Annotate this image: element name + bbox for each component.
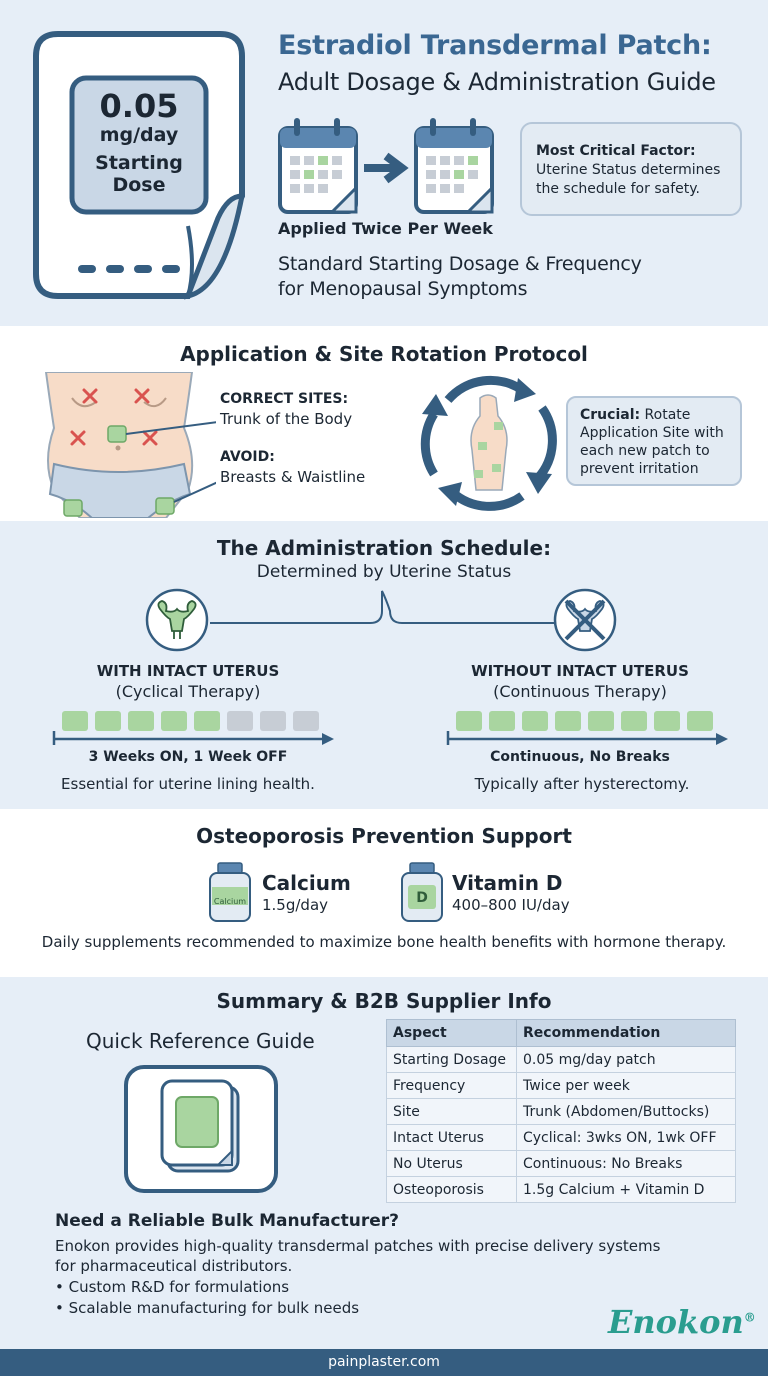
quick-reference-label: Quick Reference Guide	[86, 1029, 315, 1053]
manufacturer-description: Enokon provides high-quality transdermal…	[55, 1237, 661, 1275]
body-diagram-icon	[44, 372, 216, 518]
schedule-subtitle: Determined by Uterine Status	[256, 562, 512, 582]
dose-value: 0.05	[99, 87, 179, 125]
table-row: No Uterus Continuous: No Breaks	[386, 1150, 736, 1177]
table-cell-recommendation: Twice per week	[516, 1072, 736, 1099]
dose-unit: mg/day	[99, 124, 179, 146]
cyclical-timeline	[52, 711, 334, 745]
continuous-note: Typically after hysterectomy.	[474, 775, 690, 793]
critical-title: Most Critical Factor:	[536, 143, 696, 159]
registered-mark: ®	[743, 1310, 756, 1325]
table-header-row: Aspect Recommendation	[386, 1019, 736, 1047]
arrow-right-icon	[364, 152, 409, 184]
dosage-subtitle-line2: for Menopausal Symptoms	[278, 278, 528, 300]
daily-supplement-note: Daily supplements recommended to maximiz…	[41, 933, 727, 951]
manufacturer-heading: Need a Reliable Bulk Manufacturer?	[55, 1211, 399, 1231]
continuous-label: Continuous, No Breaks	[490, 749, 670, 765]
bullet-item: • Scalable manufacturing for bulk needs	[55, 1299, 360, 1317]
summary-section: Summary & B2B Supplier Info Quick Refere…	[0, 977, 768, 1349]
osteoporosis-section: Osteoporosis Prevention Support Calcium …	[0, 809, 768, 977]
table-row: Site Trunk (Abdomen/Buttocks)	[386, 1098, 736, 1125]
frequency-label: Applied Twice Per Week	[278, 219, 493, 238]
without-uterus-title: WITHOUT INTACT UTERUS	[471, 662, 689, 680]
page-title: Estradiol Transdermal Patch:	[278, 30, 712, 61]
table-cell-aspect: No Uterus	[386, 1150, 517, 1177]
table-cell-recommendation: Cyclical: 3wks ON, 1wk OFF	[516, 1124, 736, 1151]
uterus-icon	[145, 588, 209, 652]
dose-label-1: Starting	[95, 152, 183, 174]
avoid-x-icon	[70, 388, 158, 446]
table-row: Starting Dosage 0.05 mg/day patch	[386, 1046, 736, 1073]
vitamin-d-bottle-label: D	[416, 890, 428, 906]
dosage-subtitle-line1: Standard Starting Dosage & Frequency	[278, 253, 642, 275]
brand-name: Enokon	[608, 1303, 744, 1341]
table-cell-aspect: Site	[386, 1098, 517, 1125]
week-block	[62, 711, 319, 731]
table-cell-aspect: Starting Dosage	[386, 1046, 517, 1073]
with-uterus-subtitle: (Cyclical Therapy)	[115, 682, 261, 701]
calendar-icon	[278, 118, 358, 214]
dosage-header-section: 0.05 mg/day Starting Dose Estradiol Tran…	[0, 0, 768, 326]
bullet-text: Scalable manufacturing for bulk needs	[68, 1299, 360, 1317]
calcium-bottle-label: Calcium	[213, 897, 247, 906]
calendar-frequency-graphic	[278, 118, 494, 214]
crucial-rotation-callout: Crucial: Rotate Application Site with ea…	[566, 396, 742, 486]
dosage-subtitle: Standard Starting Dosage & Frequency for…	[278, 252, 748, 302]
table-cell-recommendation: 1.5g Calcium + Vitamin D	[516, 1176, 736, 1203]
table-cell-aspect: Frequency	[386, 1072, 517, 1099]
table-row: Osteoporosis 1.5g Calcium + Vitamin D	[386, 1176, 736, 1203]
table-cell-recommendation: 0.05 mg/day patch	[516, 1046, 736, 1073]
application-section: Application & Site Rotation Protocol COR…	[0, 326, 768, 521]
quick-reference-table: Aspect Recommendation Starting Dosage 0.…	[386, 1019, 736, 1203]
calcium-value: 1.5g/day	[262, 896, 329, 914]
application-title: Application & Site Rotation Protocol	[180, 342, 588, 366]
supplement-bottle-icon	[401, 862, 443, 922]
schedule-section: The Administration Schedule: Determined …	[0, 521, 768, 809]
patch-icon	[33, 31, 246, 300]
crucial-text: Rotate Application Site with each new pa…	[580, 407, 724, 477]
table-cell-recommendation: Trunk (Abdomen/Buttocks)	[516, 1098, 736, 1125]
supplement-bottle-icon	[209, 862, 251, 922]
calendar-icon	[414, 118, 494, 214]
table-cell-recommendation: Continuous: No Breaks	[516, 1150, 736, 1177]
table-cell-aspect: Intact Uterus	[386, 1124, 517, 1151]
vitamin-d-name: Vitamin D	[452, 871, 563, 895]
osteoporosis-title: Osteoporosis Prevention Support	[196, 824, 572, 848]
dose-label-2: Dose	[112, 174, 166, 196]
schedule-title: The Administration Schedule:	[216, 536, 552, 560]
critical-text: Uterine Status determines the schedule f…	[536, 162, 721, 197]
brand-logo: Enokon®	[608, 1303, 756, 1341]
summary-title: Summary & B2B Supplier Info	[216, 989, 552, 1013]
schedule-brace	[210, 590, 560, 624]
crucial-label: Crucial:	[580, 407, 641, 423]
with-uterus-title: WITH INTACT UTERUS	[96, 662, 280, 680]
footer-url[interactable]: painplaster.com	[328, 1354, 440, 1370]
correct-sites-label: CORRECT SITES:	[220, 391, 349, 407]
table-cell-aspect: Osteoporosis	[386, 1176, 517, 1203]
starting-dose-badge: 0.05 mg/day Starting Dose	[72, 88, 206, 196]
bullet-text: Custom R&D for formulations	[68, 1278, 290, 1296]
page-subtitle: Adult Dosage & Administration Guide	[278, 68, 716, 96]
uterus-crossed-icon	[553, 588, 617, 652]
table-header-aspect: Aspect	[386, 1019, 517, 1047]
week-block	[456, 711, 713, 731]
bullet-item: • Custom R&D for formulations	[55, 1278, 290, 1296]
table-row: Intact Uterus Cyclical: 3wks ON, 1wk OFF	[386, 1124, 736, 1151]
vitamin-d-value: 400–800 IU/day	[452, 896, 570, 914]
cyclical-label: 3 Weeks ON, 1 Week OFF	[88, 749, 288, 765]
table-header-recommendation: Recommendation	[516, 1019, 736, 1047]
patch-stack-icon	[124, 1065, 278, 1193]
table-row: Frequency Twice per week	[386, 1072, 736, 1099]
critical-factor-callout: Most Critical Factor: Uterine Status det…	[520, 122, 742, 216]
continuous-timeline	[446, 711, 728, 745]
footer: painplaster.com	[0, 1349, 768, 1376]
without-uterus-subtitle: (Continuous Therapy)	[493, 682, 667, 701]
correct-sites-text: Trunk of the Body	[220, 410, 353, 428]
cyclical-note: Essential for uterine lining health.	[61, 775, 315, 793]
calcium-name: Calcium	[262, 871, 351, 895]
rotation-cycle-icon	[420, 375, 557, 511]
avoid-text: Breasts & Waistline	[220, 468, 366, 486]
avoid-label: AVOID:	[220, 449, 275, 465]
